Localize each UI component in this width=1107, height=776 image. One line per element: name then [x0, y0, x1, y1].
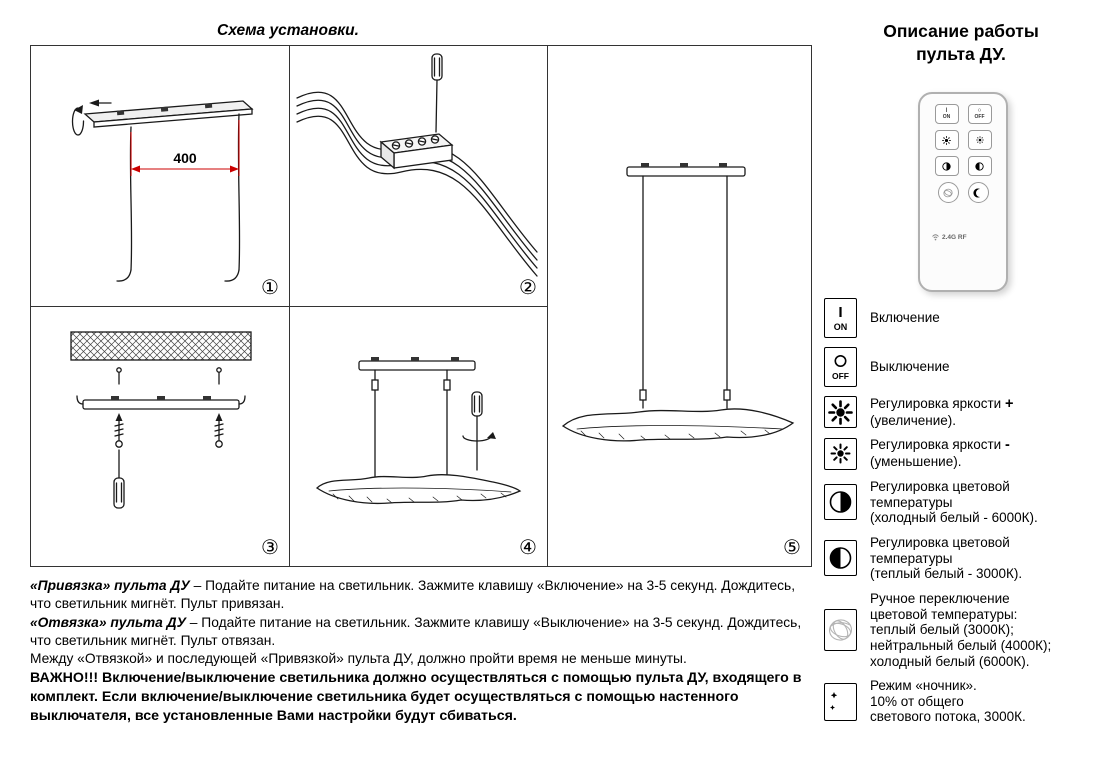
remote-night-mode-button: [967, 182, 989, 203]
panel-5-assembled-drawing: [561, 163, 795, 442]
dimension-lines: [130, 120, 240, 176]
dimension-label: 400: [173, 150, 197, 166]
remote-off-symbol: ○: [977, 106, 982, 114]
sun-small-icon: [975, 136, 984, 144]
legend-item-manual-temp: Ручное переключение цветовой температуры…: [824, 591, 1100, 669]
remote-temp-cycle-button: [937, 182, 959, 203]
half-circle-left-icon: [975, 161, 984, 171]
legend-label: Ручное переключение цветовой температуры…: [870, 590, 1052, 669]
legend-item-power-off: OFF Выключение: [824, 347, 1100, 387]
remote-warm-white-button: [967, 156, 992, 176]
panel-number-4: ④: [519, 537, 537, 559]
unbinding-instructions: «Отвязка» пульта ДУ – Подайте питание на…: [30, 614, 812, 651]
on-icon: ON: [824, 298, 857, 338]
legend-item-warm-white: Регулировка цветовой температуры (теплый…: [824, 535, 1100, 582]
remote-title-line2: пульта ДУ.: [916, 43, 1006, 64]
notes-section: «Привязка» пульта ДУ – Подайте питание н…: [30, 577, 812, 727]
legend-label: Регулировка цветовой температуры (теплый…: [870, 534, 1023, 582]
binding-text: – Подайте питание на светильник. Зажмите…: [30, 578, 796, 612]
remote-brightness-down-button: [967, 130, 992, 150]
rf-badge: 2.4G RF: [931, 232, 967, 241]
rf-label: 2.4G RF: [942, 234, 967, 241]
binding-instructions: «Привязка» пульта ДУ – Подайте питание н…: [30, 577, 812, 614]
remote-on-button: I ON: [934, 104, 959, 124]
important-text: Включение/выключение светильника должно …: [30, 669, 802, 725]
legend-label: Режим «ночник». 10% от общего светового …: [870, 678, 1026, 725]
svg-text:ON: ON: [834, 322, 848, 332]
remote-brightness-up-button: [934, 130, 959, 150]
grid-divider: [547, 46, 549, 566]
panel-3-mounting-drawing: [70, 331, 252, 509]
remote-title-line1: Описание работы: [883, 21, 1039, 41]
installation-title: Схема установки.: [217, 22, 359, 39]
remote-off-button: ○ OFF: [967, 104, 992, 124]
brightness-down-icon: [824, 437, 857, 470]
panel-number-3: ③: [261, 537, 279, 559]
installation-diagram-grid: 400: [30, 45, 812, 567]
half-circle-right-icon: [942, 161, 951, 171]
legend-label: Регулировка яркости - (уменьшение).: [870, 437, 1010, 470]
panel-number-5: ⑤: [783, 537, 801, 559]
cold-white-icon: [824, 484, 857, 521]
binding-lead: «Привязка» пульта ДУ: [30, 578, 190, 593]
panel-4-hanging-drawing: [315, 357, 522, 505]
svg-text:OFF: OFF: [832, 371, 849, 381]
legend-item-brightness-down: Регулировка яркости - (уменьшение).: [824, 437, 1100, 470]
legend-label: Выключение: [870, 359, 950, 375]
remote-control-image: I ON ○ OFF: [918, 92, 1008, 292]
panel-1-bracket-drawing: 400: [71, 99, 254, 282]
rebinding-note: Между «Отвязкой» и последующей «Привязко…: [30, 651, 687, 667]
unbinding-lead: «Отвязка» пульта ДУ: [30, 614, 186, 630]
remote-legend: ON Включение OFF Выключение Регулировка …: [824, 298, 1100, 725]
remote-on-symbol: I: [945, 106, 948, 114]
legend-label: Регулировка яркости + (увеличение).: [870, 396, 1014, 428]
moon-icon: [973, 188, 980, 197]
rf-waves-icon: [932, 234, 939, 241]
night-mode-icon: [824, 682, 857, 721]
grid-divider: [31, 306, 547, 308]
warm-white-icon: [824, 540, 857, 577]
remote-cold-white-button: [934, 156, 959, 176]
legend-item-power-on: ON Включение: [824, 298, 1100, 338]
legend-label: Регулировка цветовой температуры (холодн…: [870, 478, 1038, 526]
important-note: ВАЖНО!!! Включение/выключение светильник…: [30, 669, 812, 727]
important-lead: ВАЖНО!!!: [30, 669, 99, 686]
panel-number-2: ②: [519, 277, 537, 299]
remote-on-label: ON: [942, 114, 951, 121]
remote-section-title: Описание работы пульта ДУ.: [822, 20, 1100, 66]
legend-label: Включение: [870, 310, 940, 326]
remote-off-label: OFF: [974, 114, 985, 121]
legend-item-brightness-up: Регулировка яркости + (увеличение).: [824, 396, 1100, 429]
legend-item-night-mode: Режим «ночник». 10% от общего светового …: [824, 678, 1100, 725]
panel-2-wiring-drawing: [296, 53, 538, 277]
sun-big-icon: [942, 135, 951, 145]
brightness-up-icon: [824, 396, 857, 429]
manual-temp-icon: [824, 609, 857, 652]
off-icon: OFF: [824, 347, 857, 387]
unbinding-text: – Подайте питание на светильник. Зажмите…: [30, 614, 802, 649]
panel-number-1: ①: [261, 277, 279, 299]
legend-item-cold-white: Регулировка цветовой температуры (холодн…: [824, 479, 1100, 526]
globe-icon: [943, 188, 953, 197]
